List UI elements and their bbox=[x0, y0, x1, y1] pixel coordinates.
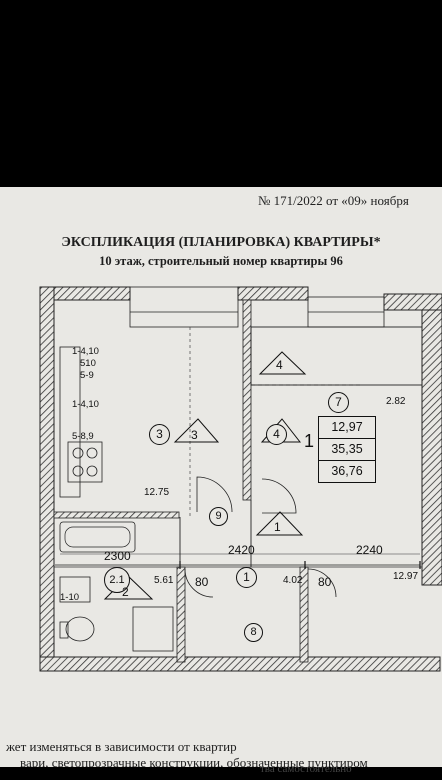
wall-top-mid bbox=[237, 286, 309, 301]
floor-plan bbox=[39, 286, 442, 672]
section-triangle-1 bbox=[255, 511, 304, 536]
wall-bottom bbox=[39, 656, 441, 672]
area-total: 35,35 bbox=[319, 439, 375, 461]
window-1 bbox=[129, 286, 239, 328]
window-mark-2: 510 bbox=[80, 358, 96, 369]
loggia-outline bbox=[250, 326, 423, 386]
wall-partition-3 bbox=[176, 566, 186, 663]
wall-partition-2 bbox=[53, 511, 180, 519]
photo-background-top bbox=[0, 0, 442, 187]
window-mark-1: 1-4,10 bbox=[72, 346, 99, 357]
footer-line-1: жет изменяться в зависимости от квартир bbox=[6, 739, 237, 754]
dimension-2: 2420 bbox=[228, 543, 255, 557]
footer-line-2: вари, светопрозрачные конструкции, обозн… bbox=[20, 755, 368, 767]
door-arc-1 bbox=[196, 476, 233, 513]
stove bbox=[67, 441, 103, 483]
window-mark-4: 1-4,10 bbox=[72, 399, 99, 410]
door-width-1: 80 bbox=[195, 575, 209, 589]
dimension-3: 2240 bbox=[356, 543, 383, 557]
apartment-number: 1 bbox=[304, 431, 315, 451]
room-marker-8: 8 bbox=[244, 623, 263, 642]
room-marker-3: 3 bbox=[149, 424, 170, 445]
room-marker-1: 1 bbox=[236, 567, 257, 588]
door-arc-2 bbox=[261, 478, 297, 514]
room-area-1: 4.02 bbox=[283, 575, 303, 586]
wall-right bbox=[421, 309, 442, 586]
bathtub bbox=[59, 521, 136, 553]
triangle-label-2: 2 bbox=[122, 585, 129, 599]
room-area-3: 12.75 bbox=[144, 487, 170, 498]
document-subtitle: 10 этаж, строительный номер квартиры 96 bbox=[99, 254, 343, 268]
room-area-7: 2.82 bbox=[386, 396, 406, 407]
wall-top-right bbox=[383, 293, 442, 311]
door-width-2: 80 bbox=[318, 575, 332, 589]
area-total-with-loggia: 36,76 bbox=[331, 464, 363, 478]
washbasin bbox=[59, 576, 91, 603]
triangle-label-1: 1 bbox=[274, 520, 281, 534]
triangle-label-3: 3 bbox=[191, 428, 198, 442]
document-reference: № 171/2022 от «09» ноября bbox=[258, 193, 409, 208]
room-area-2-1: 5.61 bbox=[154, 575, 174, 586]
window-mark-5: 5-8,9 bbox=[72, 431, 94, 442]
window-mark-3: 5-9 bbox=[80, 370, 94, 381]
photo-background-bottom bbox=[0, 767, 442, 780]
footer-line-3: тва самостоятельно bbox=[260, 763, 352, 775]
document-title: ЭКСПЛИКАЦИЯ (ПЛАНИРОВКА) КВАРТИРЫ* bbox=[61, 235, 381, 250]
section-triangle-3 bbox=[173, 418, 220, 443]
window-mark-6: 1-10 bbox=[60, 592, 80, 603]
wall-partition-1 bbox=[242, 299, 252, 501]
kitchen-counter bbox=[59, 346, 81, 498]
document-sheet: № 171/2022 от «09» ноября ЭКСПЛИКАЦИЯ (П… bbox=[0, 187, 442, 767]
room-marker-9: 9 bbox=[209, 507, 228, 526]
room-marker-7: 7 bbox=[328, 392, 349, 413]
room-area-right: 12.97 bbox=[393, 571, 419, 582]
section-triangle-4b bbox=[258, 351, 307, 375]
shower bbox=[132, 606, 174, 652]
dimension-1: 2300 bbox=[104, 549, 131, 563]
area-table: 12,97 35,35 36,76 bbox=[318, 416, 376, 483]
triangle-label-4b: 4 bbox=[276, 358, 283, 372]
wall-left bbox=[39, 286, 55, 668]
toilet bbox=[65, 616, 95, 642]
room-marker-4: 4 bbox=[266, 424, 287, 445]
area-living: 12,97 bbox=[319, 417, 375, 439]
room-marker-2-1: 2.1 bbox=[104, 567, 130, 593]
